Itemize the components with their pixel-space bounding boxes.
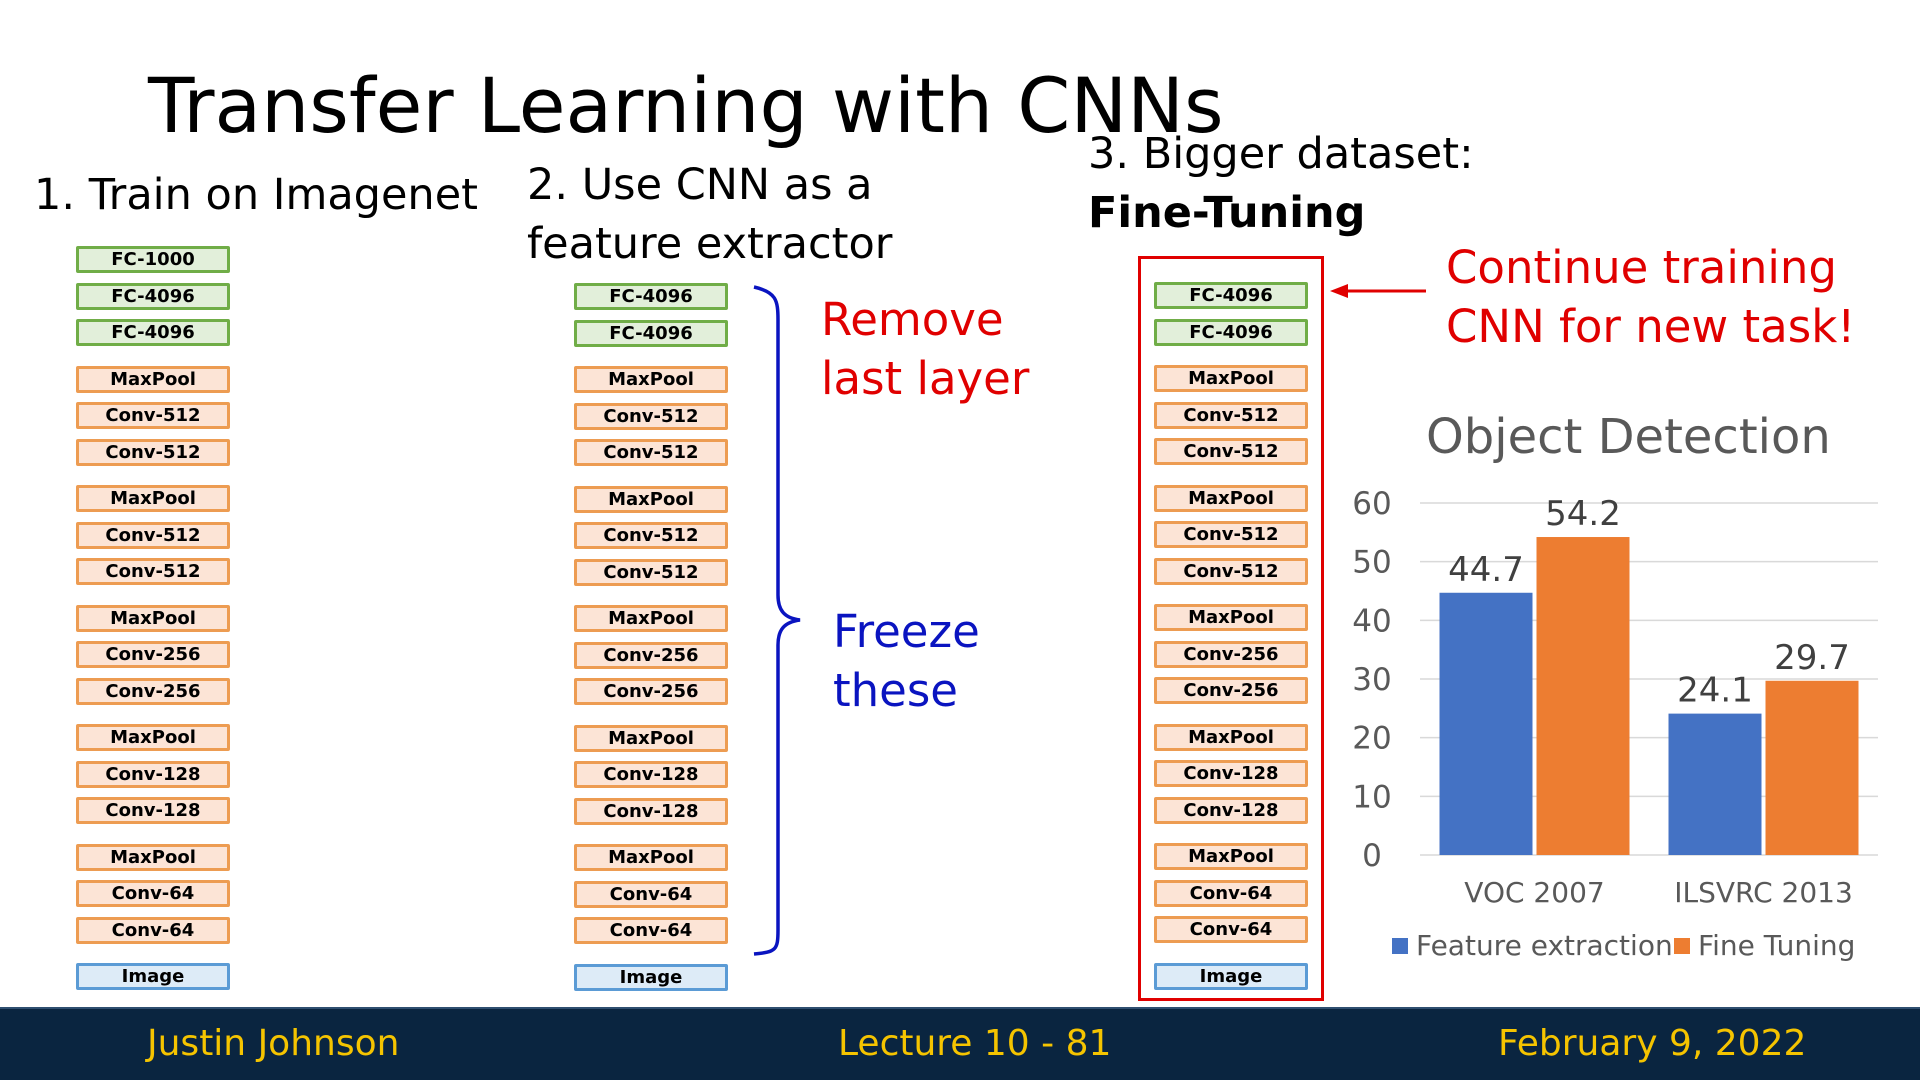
y-tick-label: 60 — [1352, 486, 1391, 522]
layer-conv-512: Conv-512 — [76, 558, 230, 585]
layer-image: Image — [574, 963, 728, 991]
layer-conv-256: Conv-256 — [1154, 677, 1308, 704]
slide-title: Transfer Learning with CNNs — [148, 61, 1224, 150]
bar — [1765, 680, 1859, 855]
remove-note-line2: last layer — [821, 352, 1030, 405]
layer-conv-128: Conv-128 — [76, 797, 230, 824]
layer-conv-64: Conv-64 — [76, 880, 230, 907]
layer-conv-512: Conv-512 — [76, 438, 230, 466]
data-label: 44.7 — [1448, 550, 1524, 590]
layer-image: Image — [1154, 962, 1308, 990]
layer-conv-512: Conv-512 — [574, 522, 728, 549]
layer-conv-512: Conv-512 — [574, 402, 728, 430]
col1-heading: 1. Train on Imagenet — [34, 170, 479, 220]
x-tick-label: ILSVRC 2013 — [1674, 876, 1853, 909]
y-tick-label: 0 — [1362, 838, 1382, 874]
layer-fc-4096: FC-4096 — [574, 283, 728, 310]
layer-conv-512: Conv-512 — [1154, 401, 1308, 429]
bar — [1439, 592, 1533, 855]
y-tick-label: 20 — [1352, 721, 1391, 757]
layer-conv-512: Conv-512 — [76, 402, 230, 429]
layer-image: Image — [76, 963, 230, 990]
data-label: 24.1 — [1677, 671, 1753, 711]
layer-maxpool: MaxPool — [1154, 604, 1308, 631]
layer-maxpool: MaxPool — [1154, 484, 1308, 512]
layer-maxpool: MaxPool — [574, 605, 728, 632]
layer-conv-512: Conv-512 — [574, 558, 728, 586]
legend-swatch — [1674, 938, 1690, 954]
bar — [1668, 713, 1762, 855]
layer-fc-1000: FC-1000 — [76, 246, 230, 273]
layer-conv-256: Conv-256 — [574, 641, 728, 669]
freeze-note-line1: Freeze — [833, 605, 980, 658]
layer-conv-512: Conv-512 — [76, 521, 230, 549]
layer-maxpool: MaxPool — [574, 485, 728, 513]
layer-conv-256: Conv-256 — [574, 678, 728, 705]
y-tick-label: 40 — [1352, 603, 1391, 639]
layer-conv-256: Conv-256 — [1154, 640, 1308, 668]
layer-conv-128: Conv-128 — [574, 761, 728, 788]
col2-heading-line2: feature extractor — [527, 219, 893, 269]
y-tick-label: 30 — [1352, 662, 1391, 698]
data-label: 29.7 — [1774, 638, 1850, 678]
layer-maxpool: MaxPool — [1154, 843, 1308, 870]
legend-label: Feature extraction — [1416, 929, 1673, 962]
layer-fc-4096: FC-4096 — [76, 319, 230, 346]
layer-conv-64: Conv-64 — [1154, 916, 1308, 943]
layer-conv-512: Conv-512 — [1154, 438, 1308, 465]
layer-maxpool: MaxPool — [574, 366, 728, 393]
layer-maxpool: MaxPool — [76, 604, 230, 632]
x-tick-label: VOC 2007 — [1464, 876, 1604, 909]
layer-fc-4096: FC-4096 — [76, 282, 230, 310]
layer-maxpool: MaxPool — [76, 365, 230, 393]
continue-arrow-head — [1330, 284, 1348, 298]
continue-note-line2: CNN for new task! — [1446, 300, 1856, 353]
layer-conv-64: Conv-64 — [574, 880, 728, 908]
col2-heading-line1: 2. Use CNN as a — [527, 160, 873, 210]
layer-conv-64: Conv-64 — [574, 917, 728, 944]
col3-heading-line1: 3. Bigger dataset: — [1088, 129, 1474, 179]
freeze-brace — [753, 285, 801, 956]
layer-conv-256: Conv-256 — [76, 641, 230, 668]
remove-note-line1: Remove — [821, 293, 1004, 346]
layer-conv-512: Conv-512 — [574, 439, 728, 466]
fine-tuning-highlight-frame — [1138, 256, 1324, 1001]
data-label: 54.2 — [1545, 494, 1621, 534]
layer-maxpool: MaxPool — [1154, 723, 1308, 751]
bar — [1536, 537, 1630, 855]
layer-conv-512: Conv-512 — [1154, 557, 1308, 585]
layer-conv-128: Conv-128 — [1154, 796, 1308, 824]
layer-fc-4096: FC-4096 — [1154, 318, 1308, 346]
legend-label: Fine Tuning — [1698, 929, 1855, 962]
y-tick-label: 10 — [1352, 779, 1391, 815]
layer-conv-128: Conv-128 — [76, 760, 230, 788]
legend-swatch — [1392, 938, 1408, 954]
layer-maxpool: MaxPool — [574, 724, 728, 752]
footer-lecture: Lecture 10 - 81 — [838, 1023, 1112, 1064]
footer-date: February 9, 2022 — [1498, 1023, 1807, 1064]
chart-title: Object Detection — [1426, 409, 1831, 465]
freeze-note-line2: these — [833, 664, 958, 717]
layer-maxpool: MaxPool — [76, 485, 230, 512]
footer-bar: Justin Johnson Lecture 10 - 81 February … — [0, 1007, 1920, 1080]
layer-maxpool: MaxPool — [574, 844, 728, 871]
y-tick-label: 50 — [1352, 545, 1391, 581]
layer-maxpool: MaxPool — [76, 724, 230, 751]
col3-heading-line2: Fine-Tuning — [1088, 188, 1366, 238]
layer-conv-128: Conv-128 — [1154, 760, 1308, 787]
layer-maxpool: MaxPool — [1154, 365, 1308, 392]
layer-conv-64: Conv-64 — [1154, 879, 1308, 907]
layer-conv-256: Conv-256 — [76, 677, 230, 705]
layer-conv-64: Conv-64 — [76, 916, 230, 944]
footer-author: Justin Johnson — [147, 1023, 400, 1064]
layer-fc-4096: FC-4096 — [574, 319, 728, 347]
layer-maxpool: MaxPool — [76, 843, 230, 871]
layer-conv-512: Conv-512 — [1154, 521, 1308, 548]
layer-fc-4096: FC-4096 — [1154, 282, 1308, 309]
continue-note-line1: Continue training — [1446, 241, 1837, 294]
layer-conv-128: Conv-128 — [574, 797, 728, 825]
